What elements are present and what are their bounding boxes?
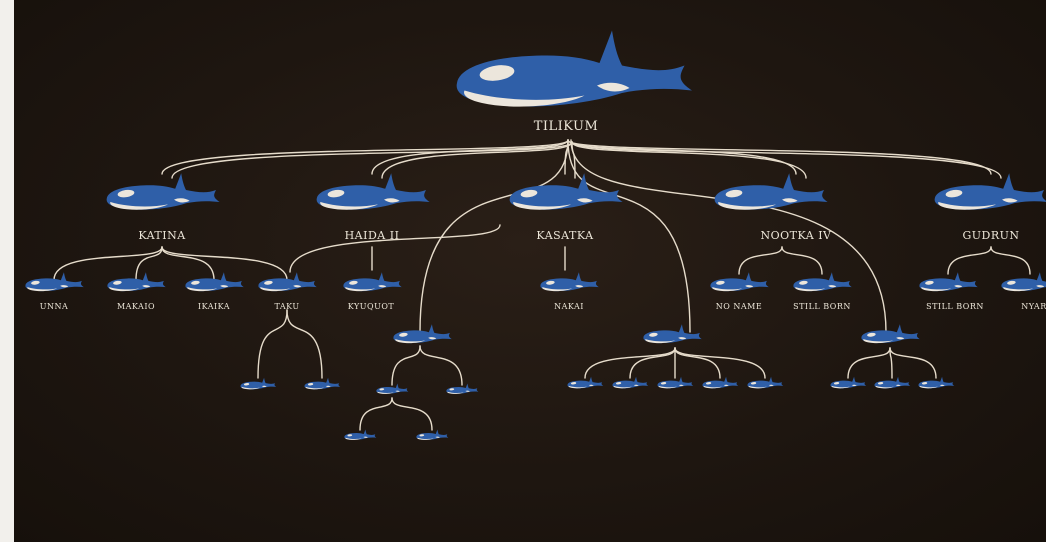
orca-icon-grandchild [793,272,852,292]
branch-katina-to-child [53,246,163,281]
branch-taku-to-child [286,309,323,379]
orca-icon-grandchild [185,272,244,292]
branch-root-to-offspring-b [171,141,573,179]
branch-root-to-offspring-b [571,141,576,179]
orca-icon-katina [106,173,220,210]
node-label-still-born-gudrun: STILL BORN [926,302,984,311]
branch-desc [391,345,421,386]
node-label-unna: UNNA [39,302,69,311]
branch-haida-to-taku [289,224,501,273]
orca-icon-grandchild [540,272,599,292]
branch-root-to-offspring [567,139,992,175]
branch-desc [889,347,937,379]
node-label-no-name: NO NAME [715,302,763,311]
node-label-haida: HAIDA II [344,229,400,242]
orca-icon-descendant [304,377,341,390]
branch-desc [629,347,676,379]
node-label-taku: TAKU [274,302,300,311]
branch-desc [584,347,676,379]
node-label-nootka: NOOTKA IV [760,229,832,242]
node-label-kasatka: KASATKA [536,229,594,242]
branch-desc [674,347,766,379]
orca-icon-descendant [416,429,449,440]
branch-desc [359,397,393,431]
branch-desc [419,345,463,386]
branch-root-to-offspring [567,139,797,175]
orca-icon-grandchild [710,272,769,292]
orca-icon-gudrun [934,173,1046,210]
orca-icon-grandchild [1001,272,1046,292]
node-label-gudrun: GUDRUN [962,229,1020,242]
node-label-nyar: NYAR [1021,302,1046,311]
orca-icon-descendant [344,429,377,440]
branch-root-to-desc [419,139,569,333]
branch-katina-to-child [161,246,215,281]
root-label: TILIKUM [533,119,599,134]
orca-icon-descendant [240,377,277,390]
branch-root-to-offspring [371,139,569,175]
branch-desc [391,397,433,431]
branch-nootka-to-child [781,246,823,275]
node-label-kyuquot: KYUQUOT [347,302,395,311]
branch-taku-to-child [257,309,288,379]
branch-root-to-offspring-b [571,141,807,179]
node-label-makaio: MAKAIO [116,302,156,311]
orca-icon-descendant [643,324,702,344]
branch-katina-to-child [161,246,288,281]
branch-katina-to-child [135,246,163,281]
orca-icon-grandchild [258,272,317,292]
node-label-still-born-nootka: STILL BORN [793,302,851,311]
branch-nootka-to-child [738,246,783,275]
node-label-katina: KATINA [138,229,186,242]
orca-icon-descendant [861,324,920,344]
branch-root-to-offspring-b [571,141,1002,179]
branch-gudrun-to-child [947,246,992,275]
orca-icon-haida [316,173,430,210]
orca-icon-grandchild [919,272,978,292]
orca-icon-nootka [714,173,828,210]
node-label-nakai: NAKAI [554,302,584,311]
node-label-ikaika: IKAIKA [197,302,231,311]
orca-icon-tilikum [456,30,692,107]
branch-desc [674,347,721,379]
branch-root-to-offspring-b [381,141,573,179]
orca-icon-grandchild [343,272,402,292]
branch-root-to-offspring [161,139,569,175]
branch-gudrun-to-child [990,246,1031,275]
branch-root-to-desc [567,139,691,333]
orca-icon-descendant [393,324,452,344]
branch-desc [847,347,891,379]
